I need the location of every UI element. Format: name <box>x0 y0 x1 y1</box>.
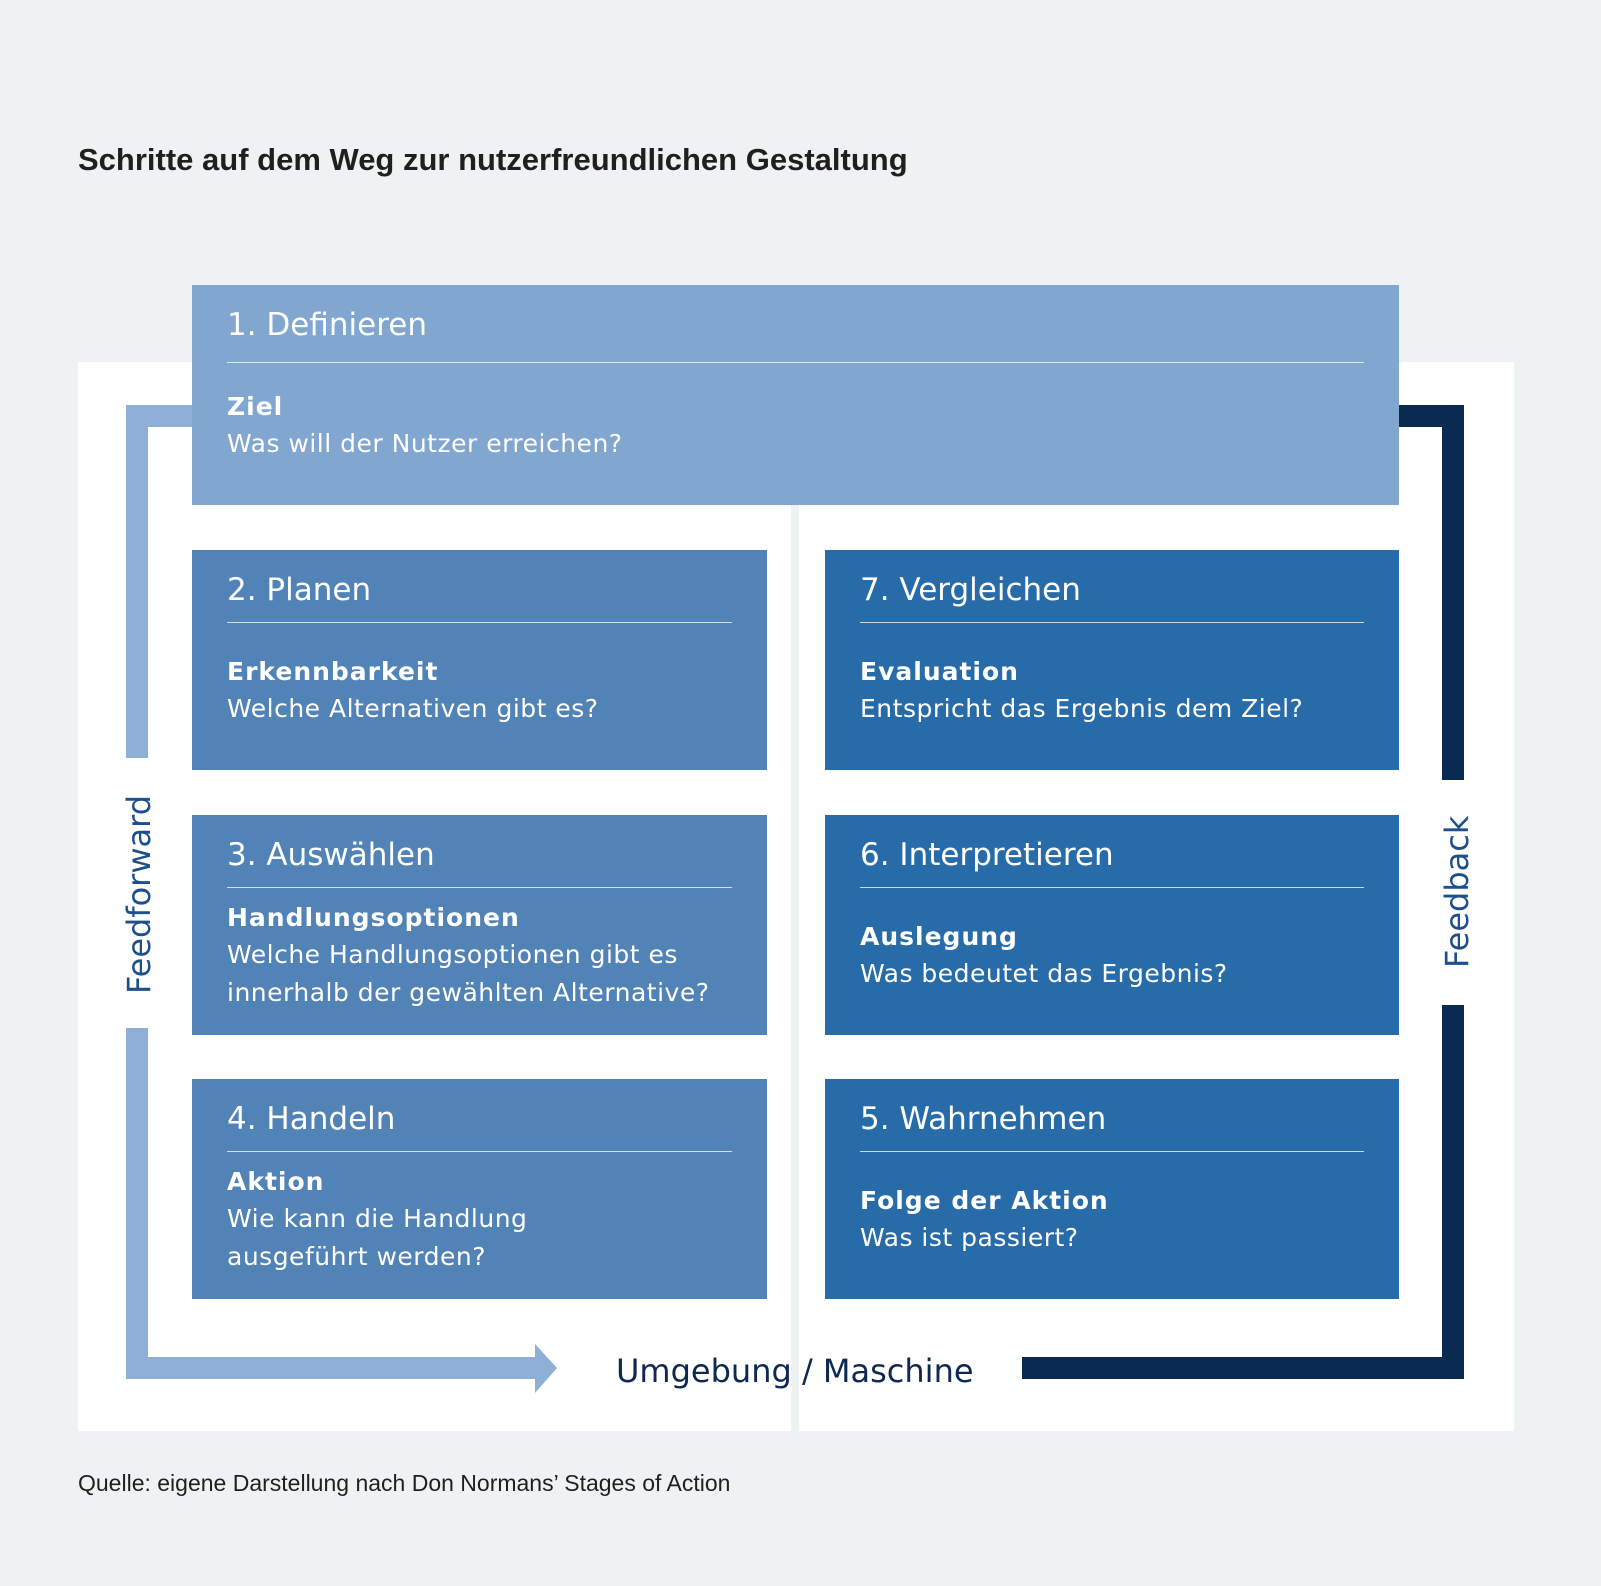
step-question: Was ist passiert? <box>860 1223 1079 1252</box>
step-divider <box>860 1151 1364 1152</box>
step-question: Was bedeutet das Ergebnis? <box>860 959 1228 988</box>
step-question: Was will der Nutzer erreichen? <box>227 429 623 458</box>
feedback-label: Feedback <box>1438 815 1476 968</box>
step-divider <box>227 622 732 623</box>
step-title: 4. Handeln <box>227 1101 396 1137</box>
source-caption: Quelle: eigene Darstellung nach Don Norm… <box>78 1470 731 1496</box>
environment-label: Umgebung / Maschine <box>616 1352 974 1390</box>
page-title: Schritte auf dem Weg zur nutzerfreundlic… <box>78 142 908 177</box>
step-box-perceive: 5. Wahrnehmen Folge der Aktion Was ist p… <box>825 1079 1399 1299</box>
step-key: Aktion <box>227 1167 325 1196</box>
step-key: Folge der Aktion <box>860 1186 1109 1215</box>
feedforward-arrow-lower <box>126 1028 540 1379</box>
step-key: Auslegung <box>860 922 1018 951</box>
step-question: Welche Alternativen gibt es? <box>227 694 599 723</box>
step-box-plan: 2. Planen Erkennbarkeit Welche Alternati… <box>192 550 767 770</box>
step-title: 6. Interpretieren <box>860 837 1114 873</box>
center-divider <box>791 505 799 1431</box>
step-title: 5. Wahrnehmen <box>860 1101 1107 1137</box>
step-box-select: 3. Auswählen Handlungsoptionen Welche Ha… <box>192 815 767 1035</box>
step-title: 3. Auswählen <box>227 837 435 873</box>
step-divider <box>227 887 732 888</box>
step-box-interpret: 6. Interpretieren Auslegung Was bedeutet… <box>825 815 1399 1035</box>
step-key: Ziel <box>227 392 284 421</box>
step-divider <box>227 1151 732 1152</box>
step-question: Entspricht das Ergebnis dem Ziel? <box>860 694 1304 723</box>
step-box-define: 1. Definieren Ziel Was will der Nutzer e… <box>192 285 1399 505</box>
step-key: Erkennbarkeit <box>227 657 439 686</box>
step-title: 1. Definieren <box>227 307 428 343</box>
step-question: Welche Handlungsoptionen gibt es innerha… <box>227 940 710 1007</box>
step-key: Handlungsoptionen <box>227 903 520 932</box>
step-title: 7. Vergleichen <box>860 572 1081 608</box>
step-divider <box>860 622 1364 623</box>
step-box-compare: 7. Vergleichen Evaluation Entspricht das… <box>825 550 1399 770</box>
step-divider <box>860 887 1364 888</box>
step-box-act: 4. Handeln Aktion Wie kann die Handlung … <box>192 1079 767 1299</box>
feedforward-arrowhead <box>535 1344 557 1393</box>
step-question: Wie kann die Handlung ausgeführt werden? <box>227 1204 528 1271</box>
feedforward-arrow-upper <box>126 405 192 758</box>
step-divider <box>227 362 1364 363</box>
step-title: 2. Planen <box>227 572 372 608</box>
step-key: Evaluation <box>860 657 1019 686</box>
feedforward-label: Feedforward <box>120 794 158 994</box>
feedback-arrow-upper <box>1395 405 1464 780</box>
feedback-arrow-lower <box>1022 1005 1464 1379</box>
